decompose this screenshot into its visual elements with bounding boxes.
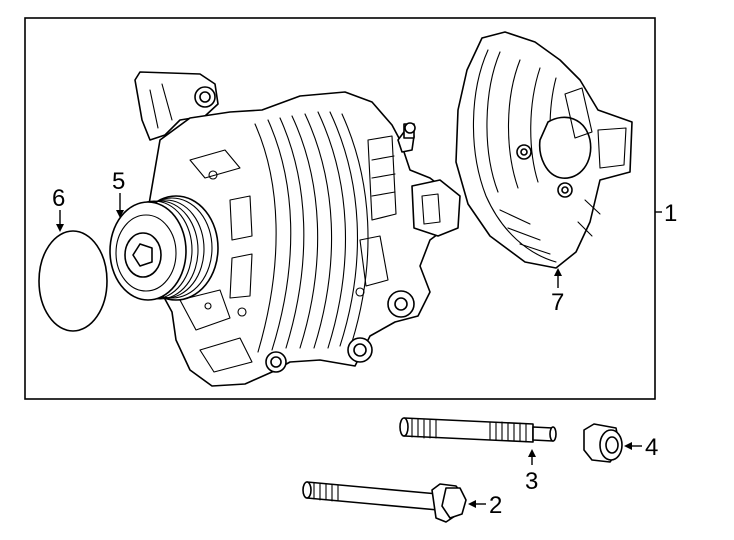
stud	[399, 417, 557, 443]
callout-arrow-2	[468, 500, 476, 508]
callout-label-4: 4	[645, 434, 658, 461]
callout-label-3: 3	[525, 468, 538, 495]
alternator-body	[134, 71, 461, 387]
callout-label-6: 6	[52, 185, 65, 212]
callout-label-5: 5	[112, 168, 125, 195]
pulley	[109, 195, 219, 301]
callout-arrow-5	[116, 210, 124, 218]
rear-cover	[455, 31, 633, 269]
callout-arrow-6	[56, 224, 64, 232]
nut	[583, 423, 623, 463]
callout-label-2: 2	[489, 492, 502, 519]
callout-label-1: 1	[664, 200, 677, 227]
callout-arrow-4	[624, 442, 632, 450]
assembly-frame	[24, 17, 656, 400]
callout-arrow-3	[528, 449, 536, 457]
bolt	[302, 481, 467, 523]
callout-arrow-7	[554, 268, 562, 276]
callout-label-7: 7	[551, 289, 564, 316]
pulley-cap	[38, 230, 108, 332]
